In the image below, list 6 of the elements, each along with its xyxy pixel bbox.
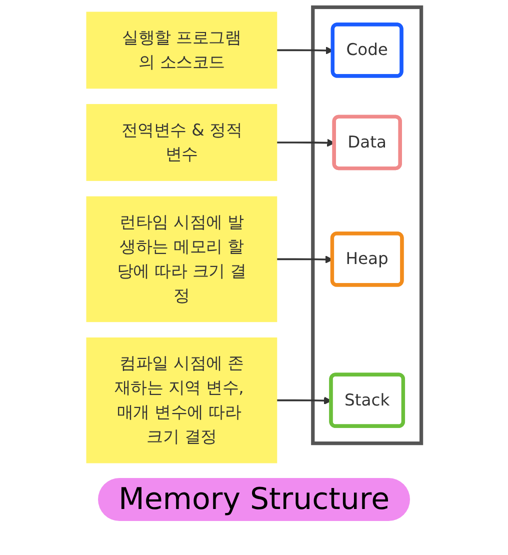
diagram-title: Memory Structure (98, 478, 410, 521)
node-box: 런타임 시점에 발생하는 메모리 할당에 따라 크기 결정 (86, 196, 278, 322)
node-box: 실행할 프로그램의 소스코드 (86, 12, 278, 89)
node-box: 전역변수 & 정적변수 (86, 104, 278, 181)
node-box: 컴파일 시점에 존재하는 지역 변수, 매개 변수에 따라 크기 결정 (86, 337, 278, 464)
cluster (311, 5, 424, 446)
